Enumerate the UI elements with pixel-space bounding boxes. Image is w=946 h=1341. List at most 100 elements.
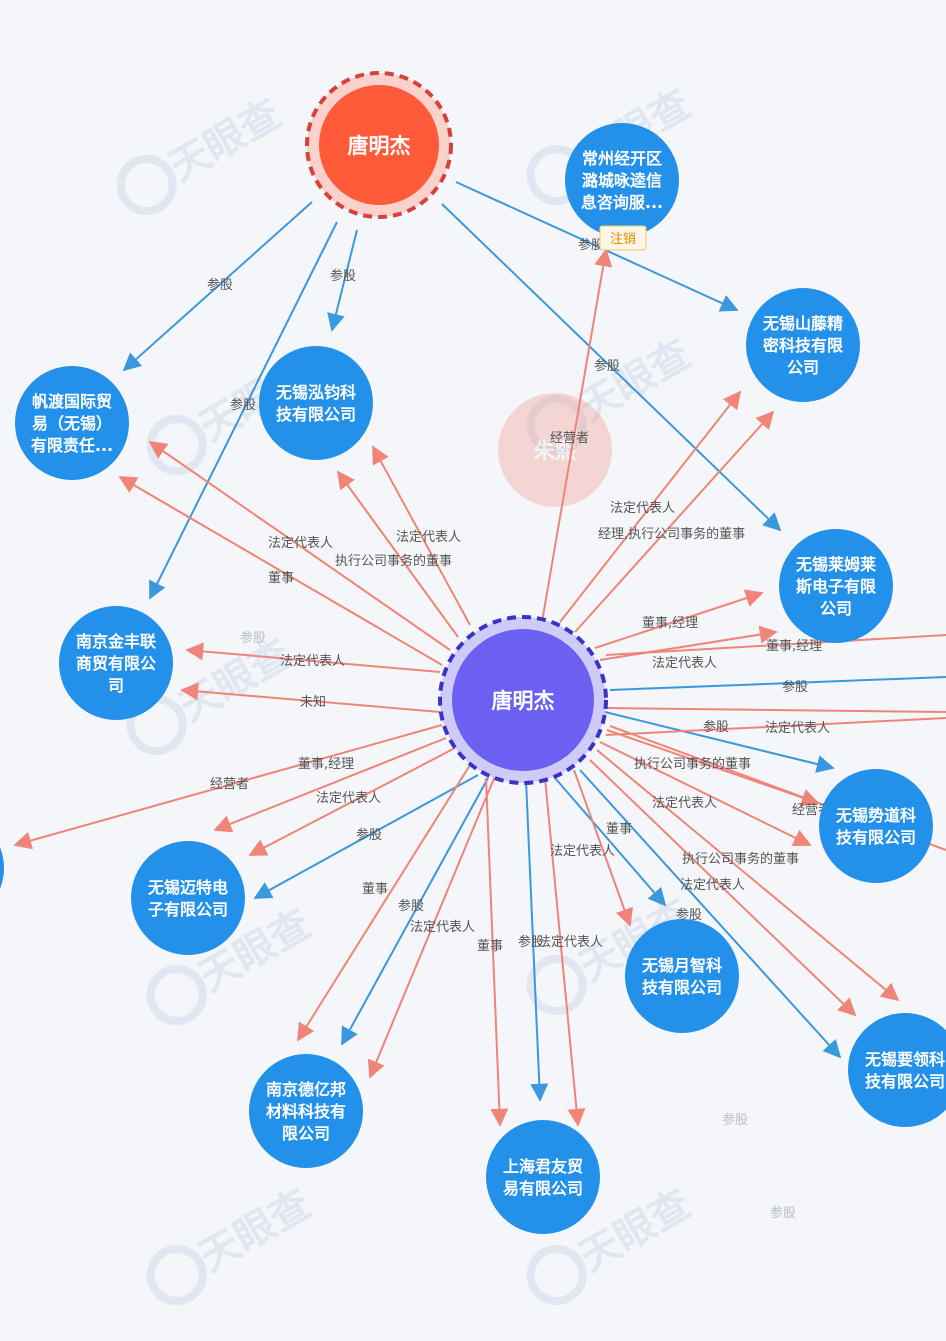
edge — [327, 229, 358, 332]
edge — [213, 737, 447, 833]
svg-text:易（无锡）: 易（无锡） — [32, 414, 112, 433]
svg-text:技有限公司: 技有限公司 — [865, 1072, 945, 1091]
edges-red — [13, 248, 946, 1127]
edge — [185, 642, 441, 673]
edge-label: 参股 — [207, 277, 233, 293]
person-name: 唐明杰 — [348, 134, 411, 158]
edge-label: 董事,经理 — [298, 757, 354, 772]
edge — [573, 769, 633, 927]
edge — [604, 711, 835, 773]
person-node-top[interactable]: 唐明杰 — [305, 71, 453, 219]
edge — [297, 764, 471, 1042]
edge — [180, 682, 441, 713]
svg-text:公司: 公司 — [787, 358, 819, 377]
person-node-center[interactable]: 唐明杰 — [438, 615, 608, 785]
edge — [367, 775, 496, 1079]
edge-label: 法定代表人 — [280, 654, 345, 669]
svg-text:无锡迈特电: 无锡迈特电 — [147, 878, 228, 897]
company-node[interactable]: 上海君友贸 易有限公司 — [486, 1120, 600, 1234]
svg-text:技有限公司: 技有限公司 — [642, 978, 722, 997]
person-name: 唐明杰 — [492, 689, 555, 713]
company-node[interactable]: 无锡莱姆莱 斯电子有限 公司 — [779, 529, 893, 643]
edge — [341, 777, 489, 1046]
edge — [605, 634, 946, 656]
edge — [559, 390, 742, 623]
edge — [441, 203, 782, 532]
edge-label: 参股 — [594, 358, 620, 374]
svg-text:技有限公司: 技有限公司 — [276, 405, 356, 424]
company-nodes: 常州经开区 潞城咏逵信 息咨询服... 注销 无锡山藤精 密科技有限 公司 帆渡… — [15, 123, 946, 1234]
company-node[interactable]: 无锡迈特电 子有限公司 — [131, 841, 245, 955]
edge — [606, 707, 946, 713]
edge-label: 参股 — [356, 827, 382, 843]
edge-label: 董事 — [477, 939, 503, 954]
edge — [594, 589, 764, 649]
edge-label: 董事,经理 — [766, 639, 822, 654]
edge — [525, 779, 549, 1102]
edge — [13, 724, 443, 850]
svg-text:上海君友贸: 上海君友贸 — [503, 1157, 583, 1176]
svg-text:材料科技有: 材料科技有 — [266, 1102, 346, 1121]
company-node[interactable]: 无锡泓钧科 技有限公司 — [259, 346, 373, 460]
edge-label: 董事,经理 — [642, 616, 698, 631]
edge-label: 董事 — [268, 571, 294, 586]
svg-text:无锡月智科: 无锡月智科 — [641, 956, 722, 975]
edge — [544, 777, 586, 1127]
edge-label: 法定代表人 — [410, 920, 475, 935]
svg-text:限公司: 限公司 — [282, 1124, 330, 1143]
company-node-offscreen[interactable] — [0, 812, 4, 924]
edge-label: 参股 — [578, 237, 604, 253]
edge-label: 参股 — [240, 630, 266, 646]
svg-text:斯电子有限: 斯电子有限 — [796, 577, 877, 596]
edge-label: 未知 — [300, 694, 326, 710]
svg-text:密科技有限: 密科技有限 — [762, 336, 844, 355]
edge — [554, 777, 667, 907]
edge-label: 法定代表人 — [652, 796, 717, 811]
svg-text:技有限公司: 技有限公司 — [836, 828, 916, 847]
watermark-layer: 天眼查 天眼查 天眼查 天眼查 天眼查 天眼查 天眼查 天眼查 天眼查 — [116, 81, 699, 1305]
edge-label: 参股 — [722, 1112, 748, 1128]
svg-text:易有限公司: 易有限公司 — [503, 1179, 583, 1198]
edge — [605, 717, 946, 736]
company-node[interactable]: 无锡月智科 技有限公司 — [625, 919, 739, 1033]
edge-label: 法定代表人 — [316, 791, 381, 806]
edge-label: 法定代表人 — [538, 935, 603, 950]
svg-text:常州经开区: 常州经开区 — [582, 149, 662, 168]
edge-label: 董事 — [362, 882, 388, 897]
edge — [579, 769, 842, 1059]
edge-label: 董事 — [606, 822, 632, 837]
svg-text:无锡山藤精: 无锡山藤精 — [762, 314, 843, 333]
edge-label: 参股 — [518, 934, 544, 950]
edge-label: 参股 — [230, 397, 256, 413]
edge-label: 执行公司事务的董事 — [335, 553, 452, 569]
edge — [609, 676, 946, 691]
edge-label: 参股 — [676, 907, 702, 923]
edge-label: 法定代表人 — [680, 878, 745, 893]
edge — [253, 774, 479, 899]
ghost-node: 朱熙 — [498, 393, 612, 507]
svg-text:无锡泓钧科: 无锡泓钧科 — [275, 383, 356, 402]
svg-text:息咨询服...: 息咨询服... — [581, 193, 663, 212]
company-node[interactable]: 帆渡国际贸 易（无锡） 有限责任... — [15, 366, 129, 480]
company-node[interactable]: 无锡势道科 技有限公司 — [819, 769, 933, 883]
edge-label: 执行公司事务的董事 — [682, 851, 799, 867]
company-node[interactable]: 南京金丰联 商贸有限公 司 — [59, 606, 173, 720]
edge-label: 参股 — [703, 719, 729, 735]
company-node[interactable]: 无锡要领科 技有限公司 — [848, 1013, 946, 1127]
edge-label: 经营者 — [550, 431, 589, 446]
edge — [574, 410, 775, 633]
company-node[interactable]: 南京德亿邦 材料科技有 限公司 — [249, 1054, 363, 1168]
svg-text:无锡要领科: 无锡要领科 — [864, 1050, 945, 1069]
svg-text:南京金丰联: 南京金丰联 — [76, 632, 156, 651]
edge-label: 参股 — [770, 1205, 796, 1221]
svg-text:商贸有限公: 商贸有限公 — [76, 654, 156, 673]
edge — [336, 470, 459, 638]
company-node[interactable]: 无锡山藤精 密科技有限 公司 — [746, 288, 860, 402]
edge — [599, 625, 778, 661]
edge-label: 法定代表人 — [652, 656, 717, 671]
svg-text:朱熙: 朱熙 — [534, 439, 576, 463]
edge — [149, 221, 338, 600]
svg-text:有限责任...: 有限责任... — [31, 436, 113, 455]
company-node[interactable]: 常州经开区 潞城咏逵信 息咨询服... 注销 — [565, 123, 679, 251]
